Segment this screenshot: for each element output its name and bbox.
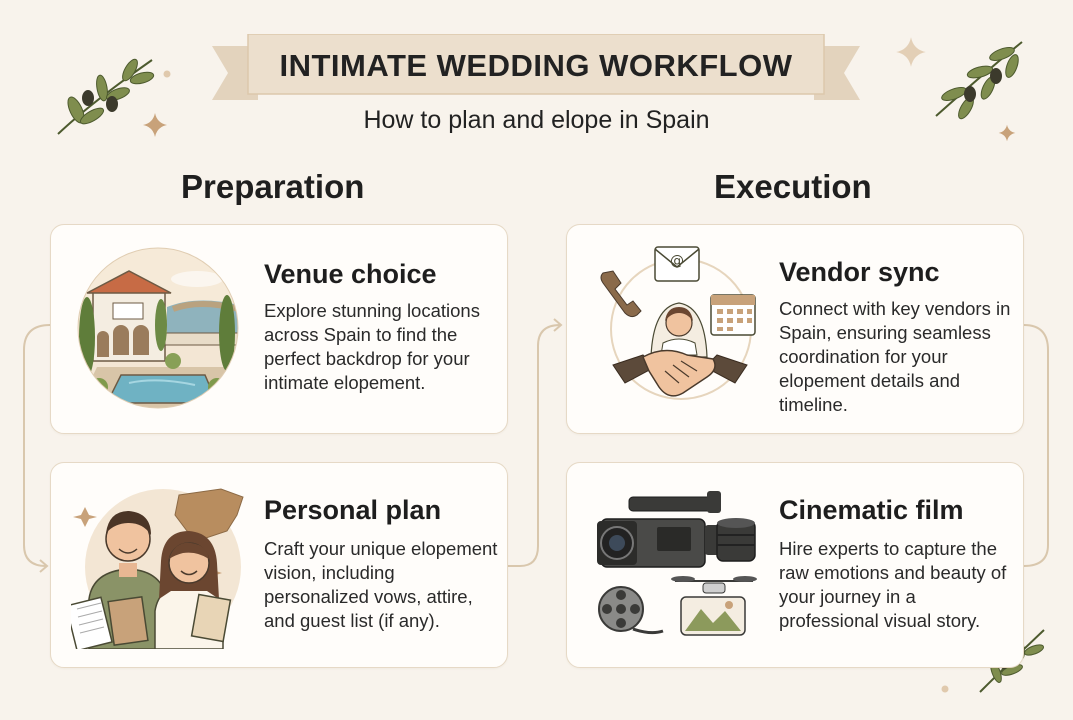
step-title: Venue choice [264,259,437,289]
step-description: Craft your unique elopement vision, incl… [264,538,498,631]
lens-icon [716,518,756,562]
phone-icon [600,270,642,318]
step-card-venue-choice: Venue choice Explore stunning locations … [50,224,508,434]
section-heading-preparation: Preparation [181,168,365,205]
olive-branch-icon [935,41,1023,120]
step-title: Vendor sync [779,257,940,287]
connector-personal-to-vendor [508,324,561,567]
step-description: Connect with key vendors in Spain, ensur… [779,298,1011,415]
handshake-icon [612,349,748,397]
connector-venue-to-personal [23,324,51,567]
step-title: Cinematic film [779,495,964,525]
step-card-vendor-sync: @ Vendor sync Connect with key [566,224,1024,434]
ribbon-icon [212,34,860,100]
dot-icon [163,70,171,78]
video-camera-icon [597,491,723,568]
step-description: Explore stunning locations across Spain … [264,300,480,393]
dot-icon [941,685,949,693]
vendor-handshake-illustration: @ [600,246,756,400]
drone-icon [671,576,757,636]
step-title: Personal plan [264,495,442,525]
step-card-cinematic-film: Cinematic film Hire experts to capture t… [566,462,1024,668]
section-heading-execution: Execution [714,168,872,205]
bride-icon [650,302,708,358]
sparkle-icon [998,124,1016,142]
villa-pool-illustration [77,247,239,409]
arrowhead-personal [39,559,49,573]
sparkle-icon [143,113,167,137]
envelope-icon: @ [654,246,700,282]
connector-vendor-to-film [1023,324,1049,567]
sparkle-icon [896,37,926,67]
title-banner: INTIMATE WEDDING WORKFLOW [212,34,860,104]
calendar-icon [710,294,756,336]
couple-map-illustration [71,488,244,649]
film-camera-illustration [597,491,757,636]
film-reel-icon [598,586,664,635]
svg-text:@: @ [670,253,684,269]
page-subtitle: How to plan and elope in Spain [363,106,710,134]
step-description: Hire experts to capture the raw emotions… [779,538,1007,631]
olive-branch-icon [57,58,155,135]
arrowhead-vendor [553,318,563,332]
page-title: INTIMATE WEDDING WORKFLOW [279,48,793,83]
step-card-personal-plan: Personal plan Craft your unique elopemen… [50,462,508,668]
